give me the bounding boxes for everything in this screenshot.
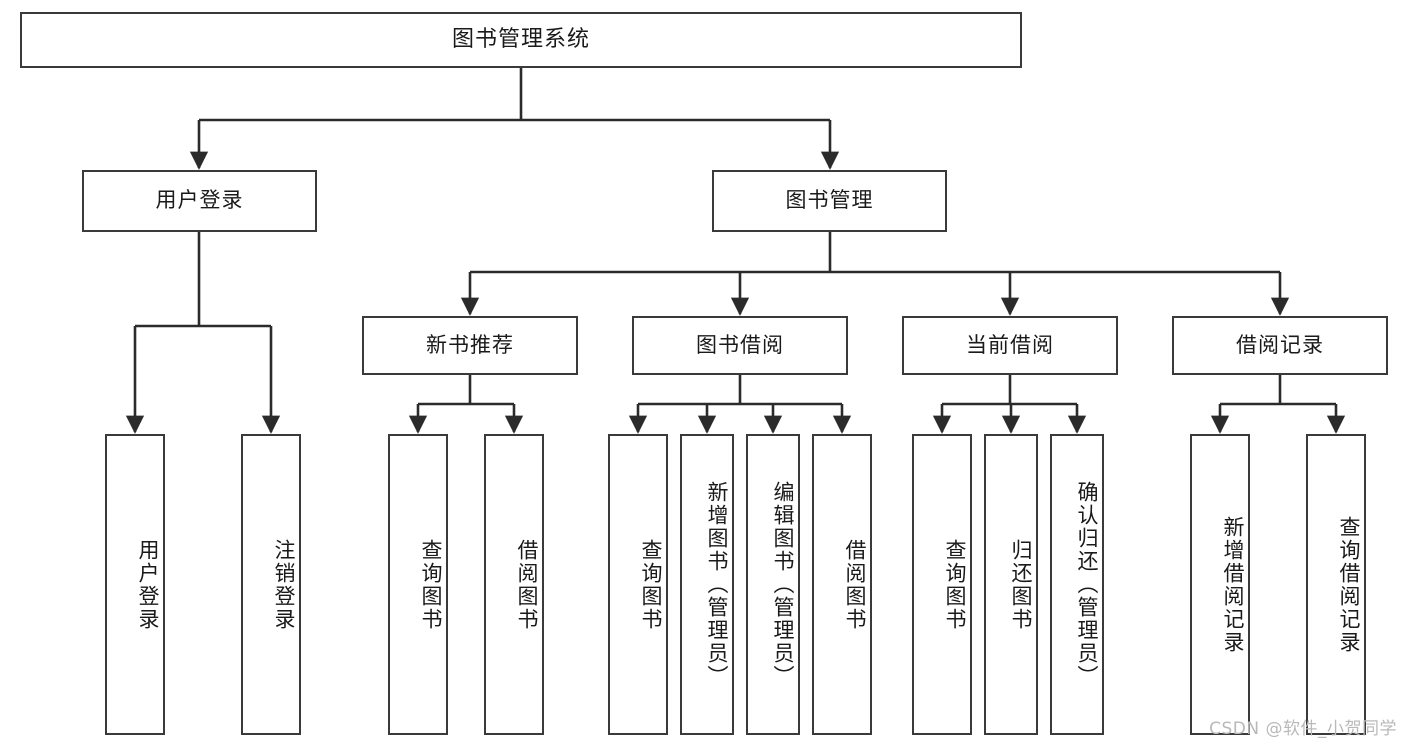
node-leaf-add-record[interactable]: 新增借阅记录 <box>1190 434 1250 735</box>
node-leaf-query-book-1[interactable]: 查询图书 <box>388 434 448 735</box>
node-leaf-query-book-3[interactable]: 查询图书 <box>912 434 972 735</box>
node-leaf-user-logout[interactable]: 注销登录 <box>241 434 301 735</box>
node-leaf-borrow-book-2[interactable]: 借阅图书 <box>812 434 872 735</box>
node-borrow-record[interactable]: 借阅记录 <box>1172 316 1388 375</box>
node-leaf-edit-book[interactable]: 编辑图书（管理员） <box>746 434 800 735</box>
node-book-manage[interactable]: 图书管理 <box>712 170 947 232</box>
node-new-book-recommend[interactable]: 新书推荐 <box>362 316 578 375</box>
node-book-borrow[interactable]: 图书借阅 <box>632 316 848 375</box>
node-leaf-confirm-return[interactable]: 确认归还（管理员） <box>1050 434 1104 735</box>
node-user-login[interactable]: 用户登录 <box>82 170 317 232</box>
node-leaf-query-record[interactable]: 查询借阅记录 <box>1306 434 1366 735</box>
node-leaf-user-login[interactable]: 用户登录 <box>105 434 165 735</box>
node-current-borrow[interactable]: 当前借阅 <box>902 316 1118 375</box>
node-root[interactable]: 图书管理系统 <box>20 12 1022 68</box>
node-leaf-query-book-2[interactable]: 查询图书 <box>608 434 668 735</box>
node-leaf-add-book[interactable]: 新增图书（管理员） <box>680 434 734 735</box>
node-leaf-borrow-book-1[interactable]: 借阅图书 <box>484 434 544 735</box>
csdn-watermark: CSDN @软件_小贺同学 <box>1209 719 1397 739</box>
node-leaf-return-book[interactable]: 归还图书 <box>984 434 1038 735</box>
